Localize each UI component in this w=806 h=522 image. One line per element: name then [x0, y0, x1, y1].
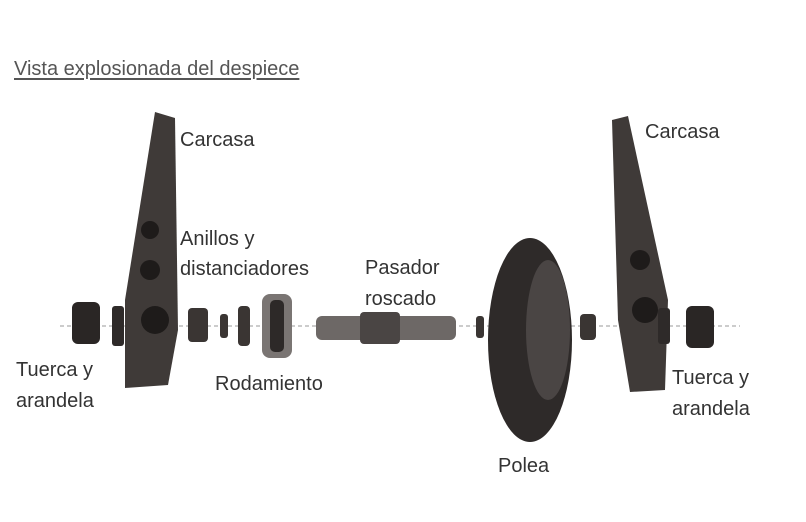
label-pasador-2: roscado [365, 288, 437, 310]
left-housing-hole [141, 221, 159, 239]
threaded-pin-thread [360, 312, 400, 344]
label-carcasa-right: Carcasa [645, 121, 720, 143]
left-washer [112, 306, 124, 346]
left-housing-hole [141, 306, 169, 334]
right-housing-hole [632, 297, 658, 323]
ring [580, 314, 596, 340]
diagram-title: Vista explosionada del despiece [14, 58, 300, 80]
label-anillos-1: Anillos y [180, 228, 255, 250]
pulley-groove [526, 260, 570, 400]
label-anillos-2: distanciadores [180, 258, 309, 280]
label-tuerca-left-1: Tuerca y [16, 359, 94, 381]
left-nut [72, 302, 100, 344]
label-pasador-1: Pasador [365, 257, 440, 279]
label-carcasa-left: Carcasa [180, 129, 255, 151]
right-washer [658, 308, 670, 344]
ring [188, 308, 208, 342]
right-nut [686, 306, 714, 348]
spacer [220, 314, 228, 338]
label-polea: Polea [498, 455, 550, 477]
spacer [476, 316, 484, 338]
right-housing-hole [630, 250, 650, 270]
left-housing-hole [140, 260, 160, 280]
bearing-inner [270, 300, 284, 352]
label-tuerca-right-1: Tuerca y [672, 367, 750, 389]
label-tuerca-right-2: arandela [672, 398, 750, 420]
spacer [238, 306, 250, 346]
label-rodamiento: Rodamiento [215, 373, 323, 395]
left-housing-plate [125, 112, 178, 388]
label-tuerca-left-2: arandela [16, 390, 94, 412]
